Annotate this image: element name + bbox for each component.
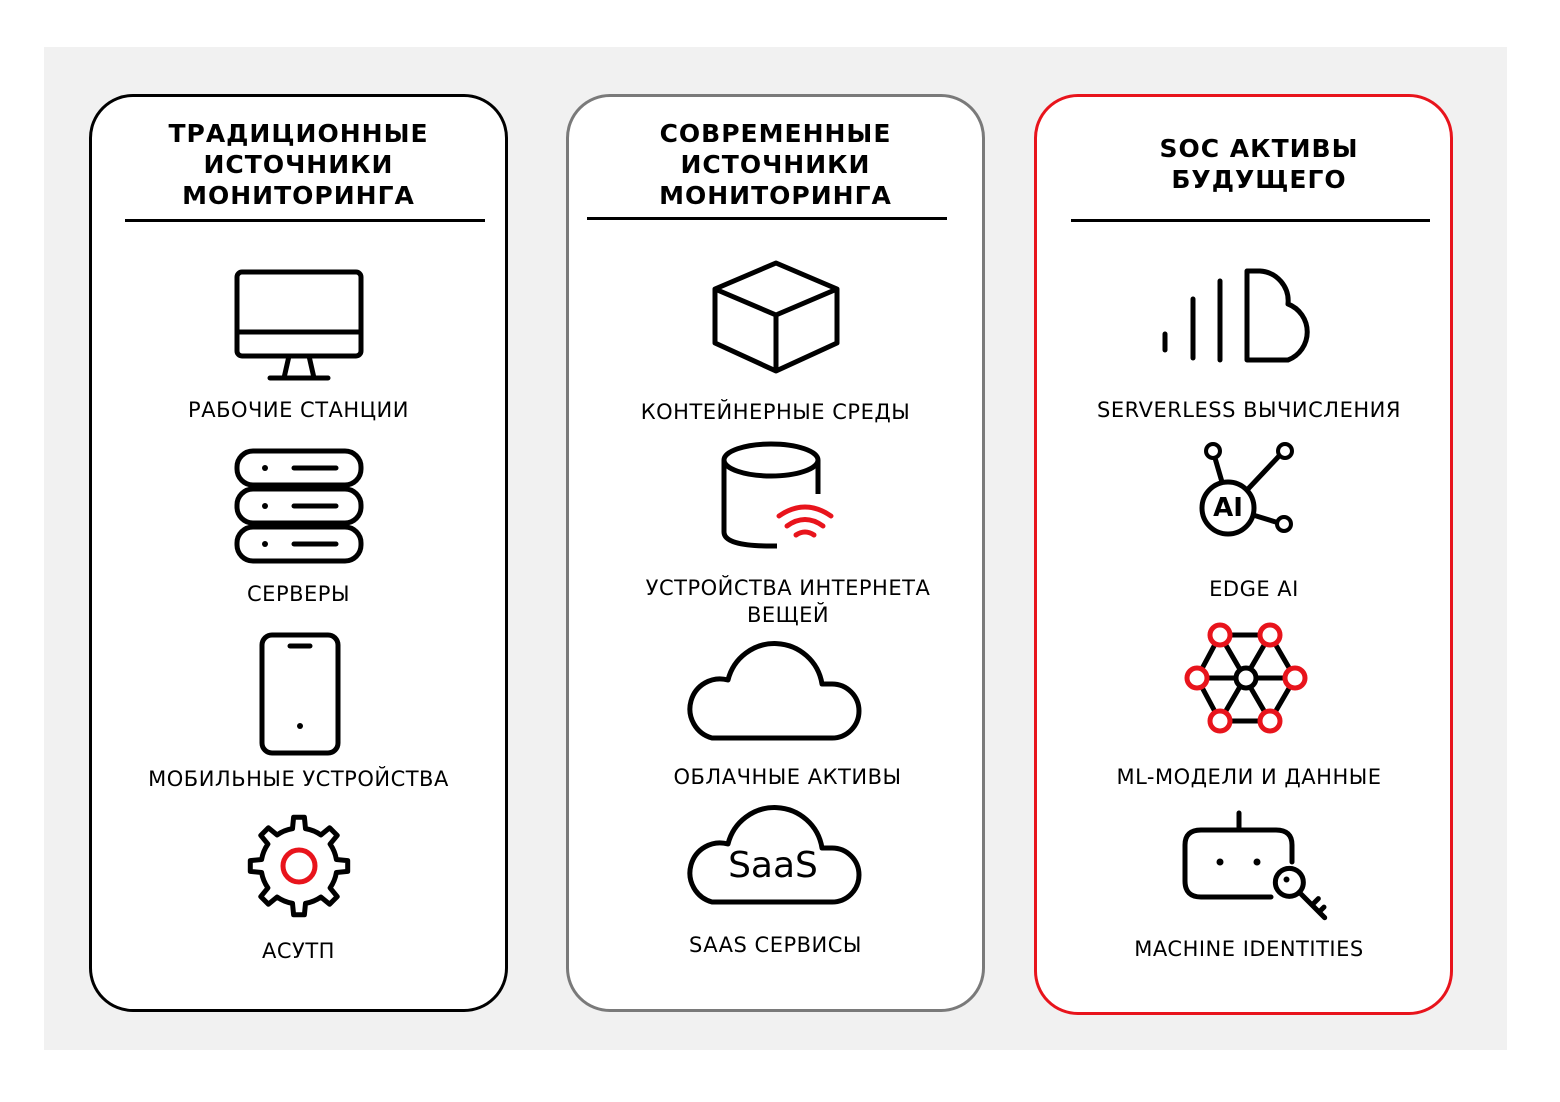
title-divider	[125, 219, 485, 222]
cloud-assets-label: ОБЛАЧНЫЕ АКТИВЫ	[673, 765, 902, 789]
robot-key-icon	[1181, 810, 1328, 932]
ai-icon-text: AI	[1213, 493, 1243, 523]
modern-sources-title: СОВРЕМЕННЫЕ ИСТОЧНИКИ МОНИТОРИНГА	[659, 119, 892, 210]
cloud-icon	[682, 638, 864, 742]
monitor-icon	[234, 269, 364, 382]
serverless-cloud-icon	[1162, 268, 1332, 364]
cube-icon	[711, 259, 841, 375]
gear-outline	[247, 814, 351, 918]
database-wifi-icon	[721, 440, 834, 552]
title-divider	[1071, 219, 1430, 222]
ics-label: АСУТП	[262, 939, 335, 963]
ml-models-label: ML-МОДЕЛИ И ДАННЫЕ	[1116, 765, 1382, 789]
future-soc-assets-panel	[1034, 94, 1453, 1015]
mobile-devices-label: МОБИЛЬНЫЕ УСТРОЙСТВА	[148, 767, 449, 791]
gear-icon	[246, 813, 352, 919]
traditional-sources-panel	[89, 94, 508, 1012]
traditional-sources-title: ТРАДИЦИОННЫЕ ИСТОЧНИКИ МОНИТОРИНГА	[168, 119, 429, 210]
saas-icon-text: SaaS	[728, 845, 818, 886]
neural-network-icon	[1183, 620, 1309, 736]
smartphone-icon	[259, 632, 341, 756]
title-divider	[587, 217, 947, 220]
edge-ai-label: EDGE AI	[1209, 577, 1299, 601]
future-soc-assets-title: SOC АКТИВЫ БУДУЩЕГО	[1159, 134, 1359, 194]
server-icon	[234, 448, 364, 565]
iot-devices-label: УСТРОЙСТВА ИНТЕРНЕТА ВЕЩЕЙ	[645, 576, 931, 627]
saas-services-label: SAAS СЕРВИСЫ	[689, 933, 862, 957]
saas-cloud-icon	[682, 802, 864, 906]
servers-label: СЕРВЕРЫ	[247, 582, 350, 606]
modern-sources-panel	[566, 94, 985, 1012]
ai-network-icon	[1196, 440, 1296, 540]
serverless-label: SERVERLESS ВЫЧИСЛЕНИЯ	[1097, 398, 1401, 422]
machine-identities-label: MACHINE IDENTITIES	[1134, 937, 1364, 961]
container-environments-label: КОНТЕЙНЕРНЫЕ СРЕДЫ	[640, 400, 911, 424]
workstations-label: РАБОЧИЕ СТАНЦИИ	[188, 398, 409, 422]
